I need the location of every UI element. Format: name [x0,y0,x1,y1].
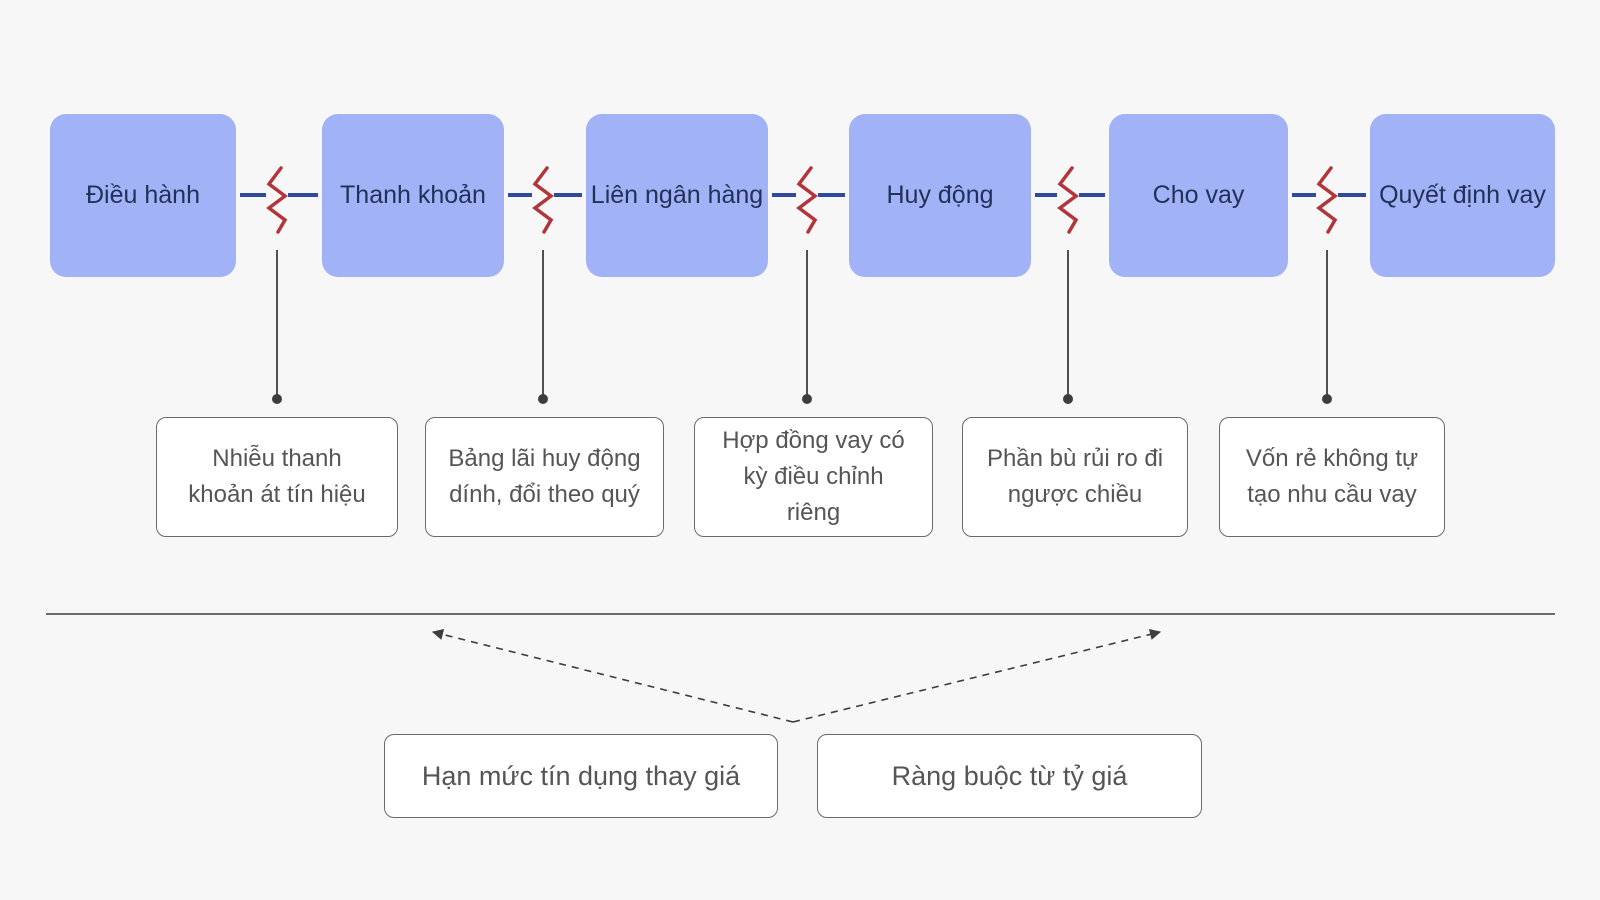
leader-dot-3 [802,394,812,404]
leader-dot-2 [538,394,548,404]
dashed-arrow-right [792,628,1162,723]
break-zigzag-5 [1316,166,1338,234]
break-zigzag-2 [532,166,554,234]
stage-box-cho-vay: Cho vay [1109,114,1288,277]
break-note-1: Nhiễu thanh khoản át tín hiệu [156,417,398,537]
break-note-4: Phần bù rủi ro đi ngược chiều [962,417,1188,537]
dashed-arrow-left [431,629,794,723]
break-note-3: Hợp đồng vay có kỳ điều chỉnh riêng [694,417,933,537]
stage-box-thanh-khoan: Thanh khoản [322,114,504,277]
stage-box-dieu-hanh: Điều hành [50,114,236,277]
constraint-box-exchange-rate: Ràng buộc từ tỷ giá [817,734,1202,818]
constraint-box-credit-limit: Hạn mức tín dụng thay giá [384,734,778,818]
leader-dot-1 [272,394,282,404]
stage-box-huy-dong: Huy động [849,114,1031,277]
stage-box-lien-ngan-hang: Liên ngân hàng [586,114,768,277]
break-zigzag-3 [796,166,818,234]
break-zigzag-1 [266,166,288,234]
stage-box-quyet-dinh-vay: Quyết định vay [1370,114,1555,277]
break-note-2: Bảng lãi huy động dính, đổi theo quý [425,417,664,537]
break-note-5: Vốn rẻ không tự tạo nhu cầu vay [1219,417,1445,537]
leader-dot-5 [1322,394,1332,404]
leader-dot-4 [1063,394,1073,404]
break-zigzag-4 [1057,166,1079,234]
